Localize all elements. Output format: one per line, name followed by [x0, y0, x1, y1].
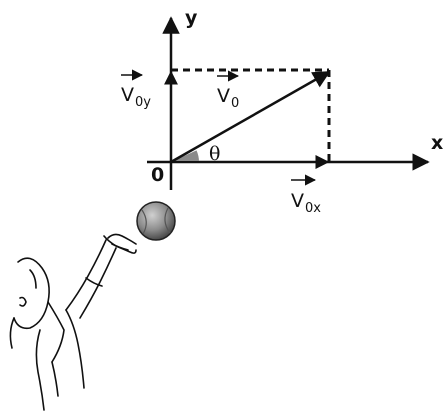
- v0x-main: V: [291, 190, 304, 212]
- y-axis-label: y: [185, 7, 198, 29]
- v0y-sub: 0y: [135, 95, 151, 110]
- origin-label: 0: [151, 164, 164, 186]
- v0-sub: 0: [231, 96, 239, 111]
- x-axis-label: x: [431, 132, 443, 154]
- vector-v0: [170, 70, 331, 164]
- label-v0x: V 0x: [291, 174, 321, 216]
- v0-main: V: [217, 85, 230, 107]
- label-v0: V 0: [217, 70, 239, 111]
- v0y-main: V: [121, 84, 134, 106]
- ball: [136, 201, 176, 241]
- ball-seam: [141, 207, 171, 235]
- label-v0y: V 0y: [121, 69, 151, 110]
- v0x-sub: 0x: [305, 201, 321, 216]
- ball-illustration: [136, 201, 176, 241]
- thrower-sketch-illustration: [9, 233, 137, 411]
- angle-theta-label: θ: [209, 143, 220, 165]
